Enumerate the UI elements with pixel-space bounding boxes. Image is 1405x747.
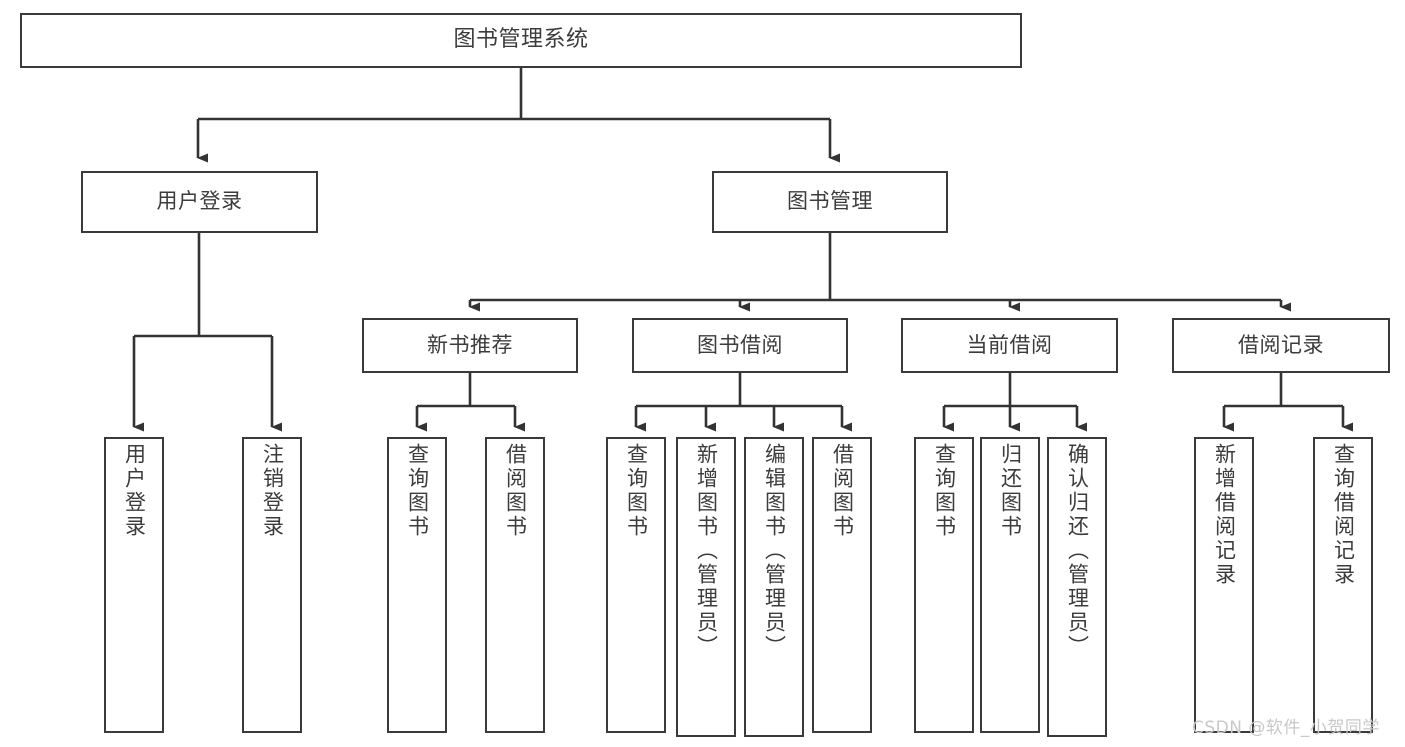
node-book-management[interactable]: 图书管理 <box>712 171 948 233</box>
leaf-borrow-borrow-book[interactable]: 借阅图书 <box>812 437 872 733</box>
leaf-recommend-query-book[interactable]: 查询图书 <box>387 437 447 733</box>
node-label: 图书管理系统 <box>453 27 589 53</box>
leaf-record-add-borrow-record[interactable]: 新增借阅记录 <box>1194 437 1254 733</box>
node-label: 借阅记录 <box>1238 332 1324 357</box>
leaf-borrow-edit-book-admin[interactable]: 编辑图书（管理员） <box>744 437 804 737</box>
watermark-csdn: CSDN @软件_小贺同学 <box>1192 718 1380 738</box>
node-label: 新书推荐 <box>427 332 513 357</box>
node-label: 编辑图书（管理员） <box>762 443 787 659</box>
leaf-recommend-borrow-book[interactable]: 借阅图书 <box>485 437 545 733</box>
node-label: 新增借阅记录 <box>1212 443 1237 587</box>
node-label: 当前借阅 <box>966 332 1053 357</box>
node-current-borrow[interactable]: 当前借阅 <box>901 318 1118 373</box>
node-label: 归还图书 <box>998 443 1023 539</box>
node-label: 新增图书（管理员） <box>694 443 719 659</box>
node-root-book-management-system[interactable]: 图书管理系统 <box>20 13 1022 68</box>
node-label: 查询图书 <box>932 443 957 539</box>
node-label: 借阅图书 <box>503 443 528 539</box>
leaf-current-confirm-return-admin[interactable]: 确认归还（管理员） <box>1047 437 1107 737</box>
node-label: 借阅图书 <box>830 443 855 539</box>
node-label: 注销登录 <box>260 443 285 539</box>
node-label: 确认归还（管理员） <box>1065 443 1090 659</box>
node-label: 查询借阅记录 <box>1331 443 1356 587</box>
leaf-user-login-logout[interactable]: 注销登录 <box>242 437 302 733</box>
node-label: 查询图书 <box>624 443 649 539</box>
leaf-record-query-borrow-record[interactable]: 查询借阅记录 <box>1313 437 1373 733</box>
leaf-user-login-login[interactable]: 用户登录 <box>104 437 164 733</box>
leaf-current-query-book[interactable]: 查询图书 <box>914 437 974 733</box>
node-book-borrow[interactable]: 图书借阅 <box>632 318 848 373</box>
node-label: 查询图书 <box>405 443 430 539</box>
node-label: 用户登录 <box>156 189 243 214</box>
leaf-current-return-book[interactable]: 归还图书 <box>980 437 1040 733</box>
node-borrow-record[interactable]: 借阅记录 <box>1172 318 1390 373</box>
leaf-borrow-query-book[interactable]: 查询图书 <box>606 437 666 733</box>
node-label: 图书管理 <box>787 189 873 214</box>
node-user-login[interactable]: 用户登录 <box>81 171 318 233</box>
node-new-book-recommend[interactable]: 新书推荐 <box>362 318 578 373</box>
leaf-borrow-add-book-admin[interactable]: 新增图书（管理员） <box>676 437 736 737</box>
node-label: 用户登录 <box>122 443 147 539</box>
node-label: 图书借阅 <box>697 332 783 357</box>
